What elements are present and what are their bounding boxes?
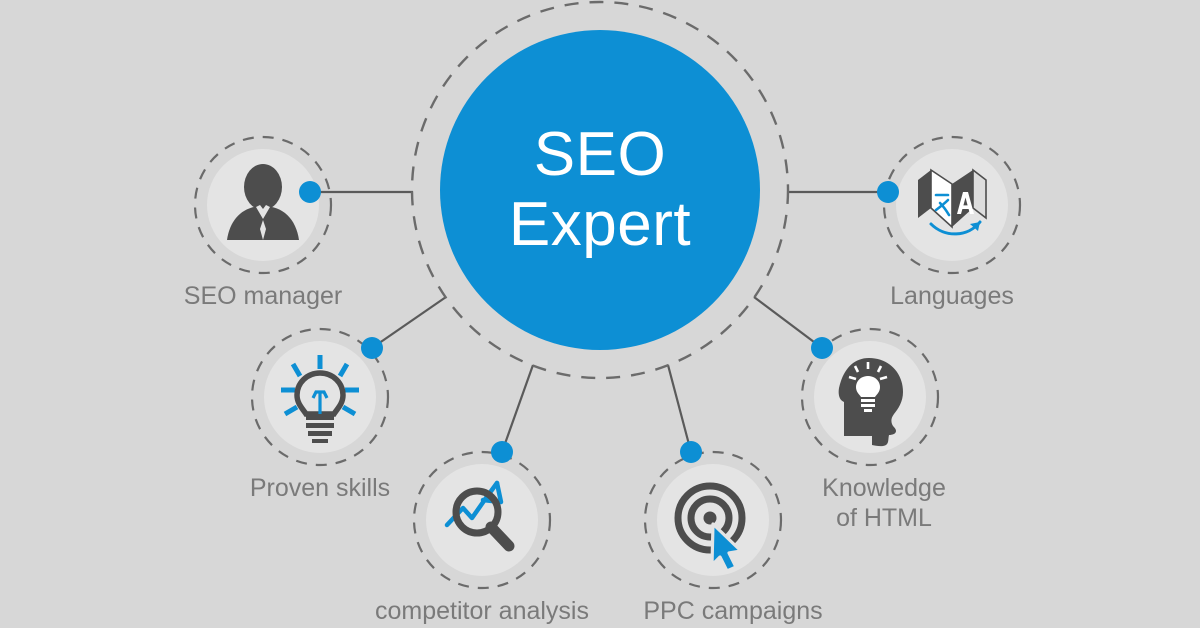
center-circle[interactable] <box>440 30 760 350</box>
target-cursor-icon <box>674 482 746 573</box>
magnifier-chart-icon <box>444 480 515 552</box>
label-line: SEO manager <box>183 282 343 310</box>
connector-dot <box>491 441 513 463</box>
connector-dot <box>361 337 383 359</box>
connector-ppc-campaigns <box>666 364 693 453</box>
node-competitor-analysis[interactable] <box>412 441 552 590</box>
center-title-line-2: Expert <box>508 190 692 259</box>
node-dashed-ring <box>800 327 940 467</box>
node-dashed-ring <box>643 450 783 590</box>
node-dashed-ring <box>882 135 1022 275</box>
connector-proven-skills <box>371 296 447 349</box>
node-label-competitor-analysis: competitor analysis <box>375 596 589 626</box>
user-icon <box>227 164 299 240</box>
lightbulb-icon <box>281 355 359 443</box>
label-line: Languages <box>890 282 1014 310</box>
connector-dot <box>299 181 321 203</box>
node-proven-skills[interactable] <box>250 327 390 467</box>
label-line: PPC campaigns <box>643 597 823 625</box>
connector-dot <box>680 441 702 463</box>
node-seo-manager[interactable] <box>193 135 333 275</box>
label-line: of HTML <box>836 504 932 532</box>
head-bulb-icon <box>838 358 903 447</box>
node-dashed-ring <box>250 327 390 467</box>
connector-knowledge-of-html <box>753 296 823 349</box>
node-dashed-ring <box>412 450 552 590</box>
node-label-languages: Languages <box>890 281 1014 311</box>
label-line: Knowledge <box>822 474 946 502</box>
node-disc <box>426 464 538 576</box>
center-dashed-ring <box>410 0 790 380</box>
translate-icon <box>918 168 987 236</box>
label-line: Proven skills <box>249 474 391 502</box>
node-label-proven-skills: Proven skills <box>250 473 390 503</box>
node-ppc-campaigns[interactable] <box>643 441 783 590</box>
connector-lines <box>310 190 888 453</box>
connector-dot <box>811 337 833 359</box>
node-dashed-ring <box>193 135 333 275</box>
node-label-ppc-campaigns: PPC campaigns <box>643 596 822 626</box>
node-languages[interactable] <box>877 135 1022 275</box>
label-line: competitor analysis <box>375 597 589 625</box>
connector-dot <box>877 181 899 203</box>
connector-competitor-analysis <box>500 364 535 453</box>
center-title-line-1: SEO <box>533 120 667 189</box>
node-knowledge-of-html[interactable] <box>800 327 940 467</box>
node-label-seo-manager: SEO manager <box>184 281 342 311</box>
